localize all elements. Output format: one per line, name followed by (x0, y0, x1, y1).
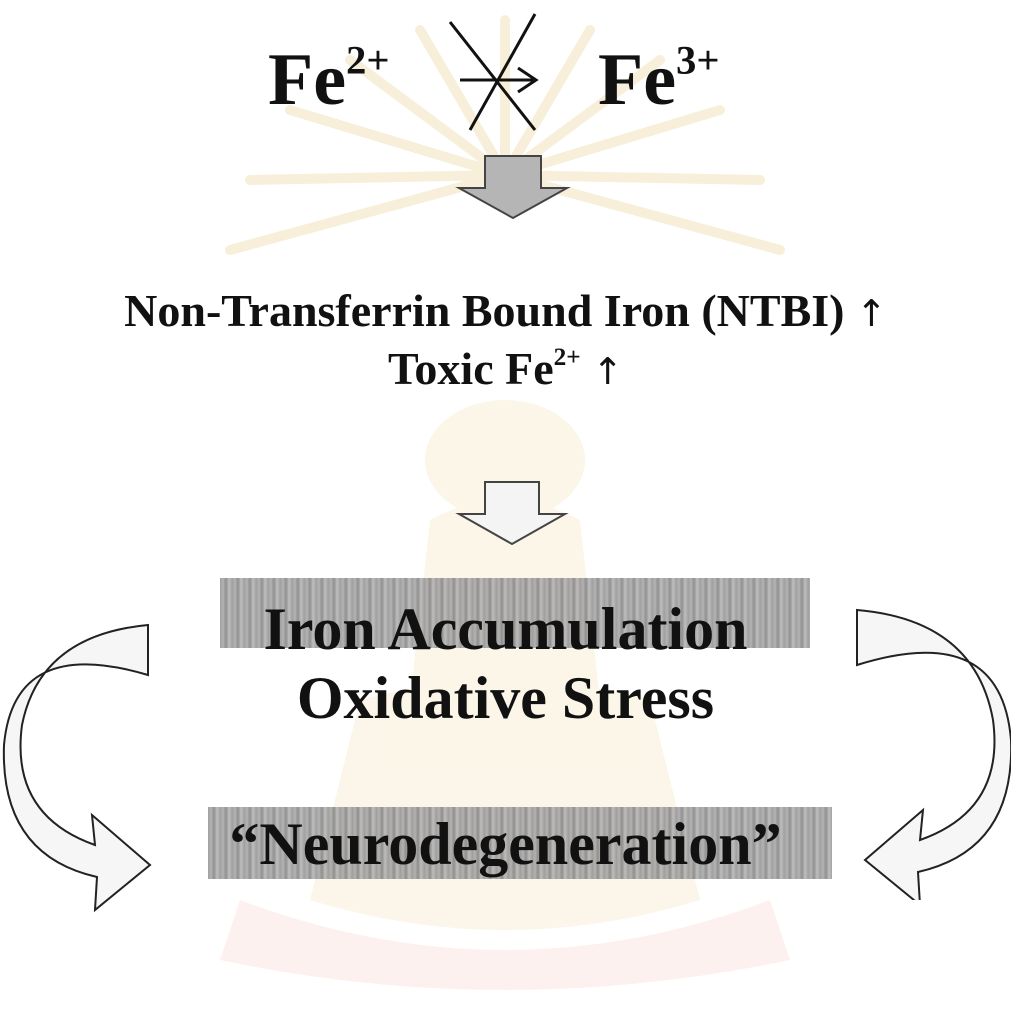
oxidative-stress-label: Oxidative Stress (296, 665, 715, 731)
toxic-fe-statement: Toxic Fe2+ ↑ (0, 342, 1011, 395)
block-down-arrow-icon (455, 155, 571, 220)
ntbi-text: Non-Transferrin Bound Iron (NTBI) (124, 285, 845, 336)
increase-arrow-icon: ↑ (592, 350, 624, 393)
block-down-arrow-icon (455, 481, 569, 546)
product-symbol: Fe (598, 39, 677, 121)
increase-arrow-icon: ↑ (856, 292, 887, 335)
reactant-symbol: Fe (268, 39, 347, 121)
toxic-charge: 2+ (553, 343, 581, 372)
ntbi-statement: Non-Transferrin Bound Iron (NTBI) ↑ (0, 284, 1011, 337)
product-fe3: Fe3+ (598, 38, 720, 123)
reactant-fe2: Fe2+ (268, 38, 390, 123)
crossed-arrow-icon (448, 13, 539, 131)
product-charge: 3+ (676, 37, 720, 83)
neurodegeneration-band (208, 807, 832, 879)
toxic-text: Toxic Fe (387, 343, 554, 394)
curved-arrow-icon (856, 608, 1011, 900)
curved-arrow-icon (2, 623, 152, 913)
neurodegeneration-label: “Neurodegeneration” (229, 811, 782, 877)
iron-accumulation-band (220, 578, 810, 648)
iron-accumulation-label: Iron Accumulation (263, 596, 748, 662)
reactant-charge: 2+ (346, 37, 390, 83)
